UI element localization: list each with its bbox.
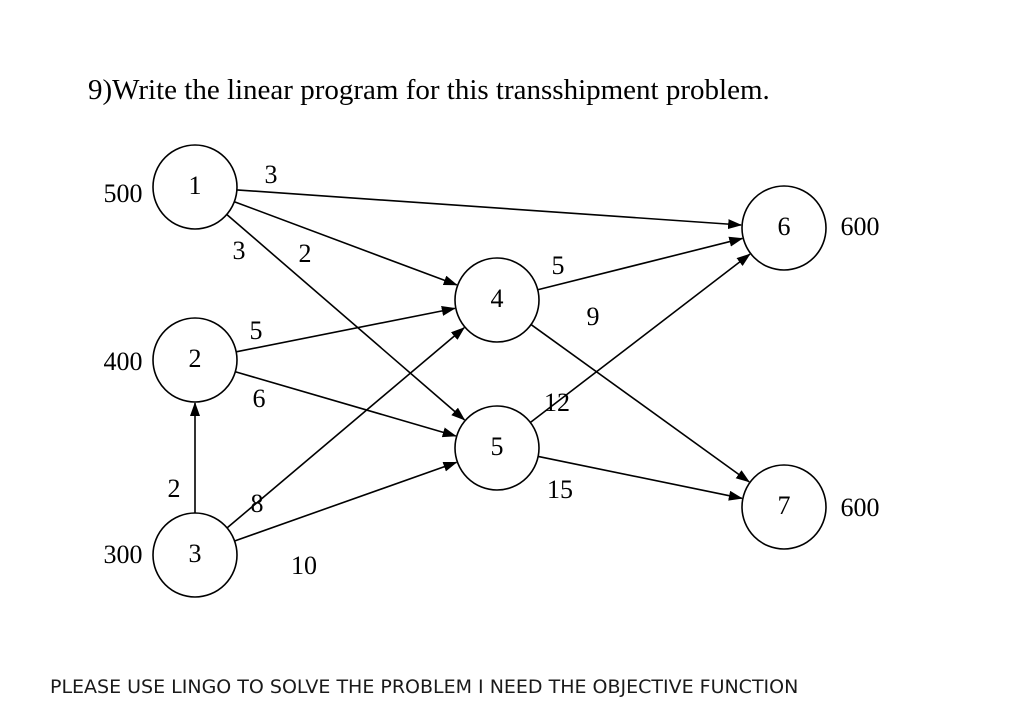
edge-3-to-5 — [234, 461, 458, 542]
edge-3-to-4 — [226, 327, 465, 529]
node-1: 1 — [152, 144, 238, 230]
edge-cost-label: 5 — [552, 251, 565, 280]
node-circle — [454, 405, 540, 491]
edges-layer — [190, 189, 751, 542]
edge-2-to-5 — [235, 370, 457, 438]
edge-cost-label: 2 — [299, 239, 312, 268]
edge-cost-label: 3 — [265, 160, 278, 189]
edge-cost-label: 3 — [233, 236, 246, 265]
node-2: 2 — [152, 317, 238, 403]
edge-cost-label: 5 — [250, 316, 263, 345]
node-3: 3 — [152, 512, 238, 598]
node-label: 7 — [778, 491, 791, 520]
edge-1-to-6 — [236, 189, 743, 230]
node-circle — [152, 317, 238, 403]
node-circle — [741, 185, 827, 271]
node-6: 6 — [741, 185, 827, 271]
node-label: 2 — [189, 344, 202, 373]
node-label: 1 — [189, 171, 202, 200]
demand-label: 600 — [841, 493, 880, 522]
edge-4-to-6 — [537, 236, 744, 291]
node-circle — [152, 144, 238, 230]
edge-2-to-4 — [236, 306, 456, 353]
edge-cost-label: 6 — [253, 384, 266, 413]
supply-label: 400 — [104, 347, 143, 376]
footer-note: PLEASE USE LINGO TO SOLVE THE PROBLEM I … — [50, 676, 799, 698]
edge-1-to-4 — [234, 200, 458, 286]
supply-label: 500 — [104, 179, 143, 208]
edge-5-to-7 — [537, 455, 743, 501]
edge-1-to-5 — [226, 213, 466, 421]
node-label: 6 — [778, 212, 791, 241]
node-circle — [152, 512, 238, 598]
node-7: 7 — [741, 464, 827, 550]
edge-5-to-6 — [529, 253, 751, 424]
node-label: 5 — [491, 432, 504, 461]
node-4: 4 — [454, 257, 540, 343]
edge-4-to-7 — [530, 323, 750, 483]
edge-cost-label: 10 — [291, 551, 317, 580]
node-circle — [741, 464, 827, 550]
edge-cost-label: 2 — [168, 474, 181, 503]
node-label: 4 — [491, 284, 504, 313]
edge-cost-label: 12 — [544, 388, 570, 417]
edge-cost-label: 15 — [547, 475, 573, 504]
edge-cost-label: 8 — [251, 489, 264, 518]
node-5: 5 — [454, 405, 540, 491]
demand-label: 600 — [841, 212, 880, 241]
node-label: 3 — [189, 539, 202, 568]
question-title: 9)Write the linear program for this tran… — [88, 74, 770, 106]
node-circle — [454, 257, 540, 343]
supply-label: 300 — [104, 540, 143, 569]
edge-cost-label: 9 — [587, 302, 600, 331]
